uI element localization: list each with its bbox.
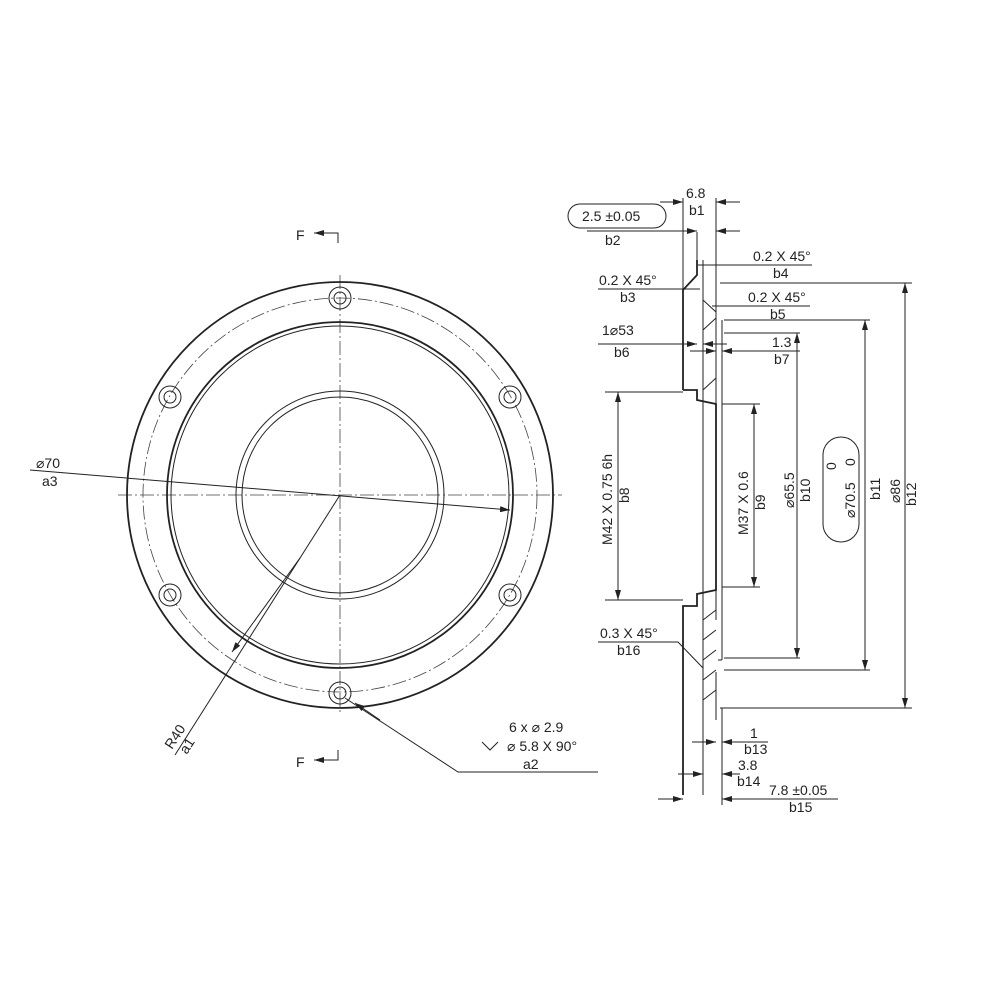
- b2-tag: b2: [605, 232, 621, 248]
- b5-value: 0.2 X 45°: [748, 289, 806, 305]
- b2-value: 2.5 ±0.05: [582, 208, 640, 224]
- a1-leader: [174, 494, 341, 756]
- b11-tolerance-box: [822, 436, 860, 543]
- b3-tag: b3: [620, 289, 636, 305]
- b1-value: 6.8: [686, 185, 706, 201]
- mounting-hole: [498, 583, 522, 607]
- a3-tag: a3: [42, 473, 58, 489]
- b16-value: 0.3 X 45°: [600, 625, 658, 641]
- a1-arrow: [231, 557, 301, 653]
- a2-leader: [344, 697, 598, 773]
- b14-tag: b14: [737, 773, 761, 789]
- mounting-hole: [498, 385, 522, 409]
- section-profile-left: [682, 260, 717, 795]
- section-hatching: [702, 299, 717, 701]
- b11-tag: b11: [867, 477, 883, 500]
- b7-tag: b7: [774, 351, 790, 367]
- b2-tolerance-box: [567, 203, 667, 229]
- b16-tag: b16: [617, 642, 641, 658]
- b3-value: 0.2 X 45°: [599, 272, 657, 288]
- bolt-circle: [142, 297, 538, 693]
- a1-tag: a1: [176, 734, 198, 756]
- flange-step-inner-circle: [170, 325, 510, 665]
- b15-tag: b15: [789, 799, 813, 815]
- b10-label: ⌀65.5 b10: [781, 472, 813, 508]
- mounting-hole: [328, 681, 352, 705]
- b8-label: M42 X 0.75 6h b8: [599, 454, 632, 545]
- a3-dimension-line: [29, 469, 511, 513]
- b16-leader: [598, 641, 704, 669]
- mounting-holes: [158, 286, 522, 705]
- b6-value: 1⌀53: [602, 322, 634, 338]
- b13-value: 1: [750, 725, 758, 741]
- front-view: F F ⌀70 a3 R40 a1 6 x ⌀ 2.9 ⌀ 5.8 X 90° …: [29, 227, 598, 773]
- section-mark-bottom: F: [296, 754, 305, 770]
- b15-value: 7.8 ±0.05: [769, 782, 827, 798]
- bore-circle: [241, 396, 439, 594]
- a3-value: ⌀70: [36, 455, 60, 471]
- b11-value-label: ⌀70.5 0: [842, 458, 858, 518]
- b9-tag: b9: [752, 494, 768, 510]
- mounting-hole: [328, 286, 352, 310]
- b4-value: 0.2 X 45°: [753, 248, 811, 264]
- b4-tag: b4: [773, 265, 789, 281]
- b9-value: M37 X 0.6: [735, 471, 751, 535]
- bore-outer-circle: [235, 390, 445, 600]
- b5-tag: b5: [770, 306, 786, 322]
- countersink-icon: [481, 741, 499, 751]
- b12-label: ⌀86 b12: [887, 479, 919, 506]
- mounting-hole: [158, 385, 182, 409]
- mounting-hole: [158, 583, 182, 607]
- b11-value: ⌀70.5: [842, 482, 858, 518]
- section-profile-edges: [696, 232, 723, 795]
- b8-tag: b8: [616, 487, 632, 503]
- b11-tol-lower: 0: [842, 458, 858, 466]
- b12-tag: b12: [903, 482, 919, 506]
- b13-tag: b13: [744, 741, 768, 757]
- b1-tag: b1: [689, 202, 705, 218]
- section-view: M42 X 0.75 6h b8 M37 X 0.6 b9 ⌀65.5 b10 …: [567, 185, 919, 815]
- outer-flange-circle: [126, 281, 554, 709]
- b6-tag: b6: [614, 344, 630, 360]
- a2-tag: a2: [523, 756, 539, 772]
- b7-value: 1.3: [772, 334, 792, 350]
- b9-label: M37 X 0.6 b9: [735, 471, 768, 535]
- a1-label: R40 a1: [161, 721, 198, 756]
- b11-tag-label: b11: [867, 477, 883, 500]
- section-arrow-bottom: [314, 750, 339, 763]
- b10-value: ⌀65.5: [781, 472, 797, 508]
- a2-arrow: [354, 702, 381, 721]
- section-mark-top: F: [296, 227, 305, 243]
- a2-line2: ⌀ 5.8 X 90°: [507, 738, 577, 754]
- b8-value: M42 X 0.75 6h: [599, 454, 615, 545]
- a2-line1: 6 x ⌀ 2.9: [509, 719, 564, 735]
- b10-tag: b10: [797, 478, 813, 502]
- b12-value: ⌀86: [887, 479, 903, 503]
- b14-value: 3.8: [738, 757, 758, 773]
- b11-tol-upper: 0: [823, 462, 839, 470]
- flange-step-circle: [166, 321, 514, 669]
- b11-tol-upper-text: 0: [823, 462, 839, 470]
- section-arrow-top: [314, 230, 339, 243]
